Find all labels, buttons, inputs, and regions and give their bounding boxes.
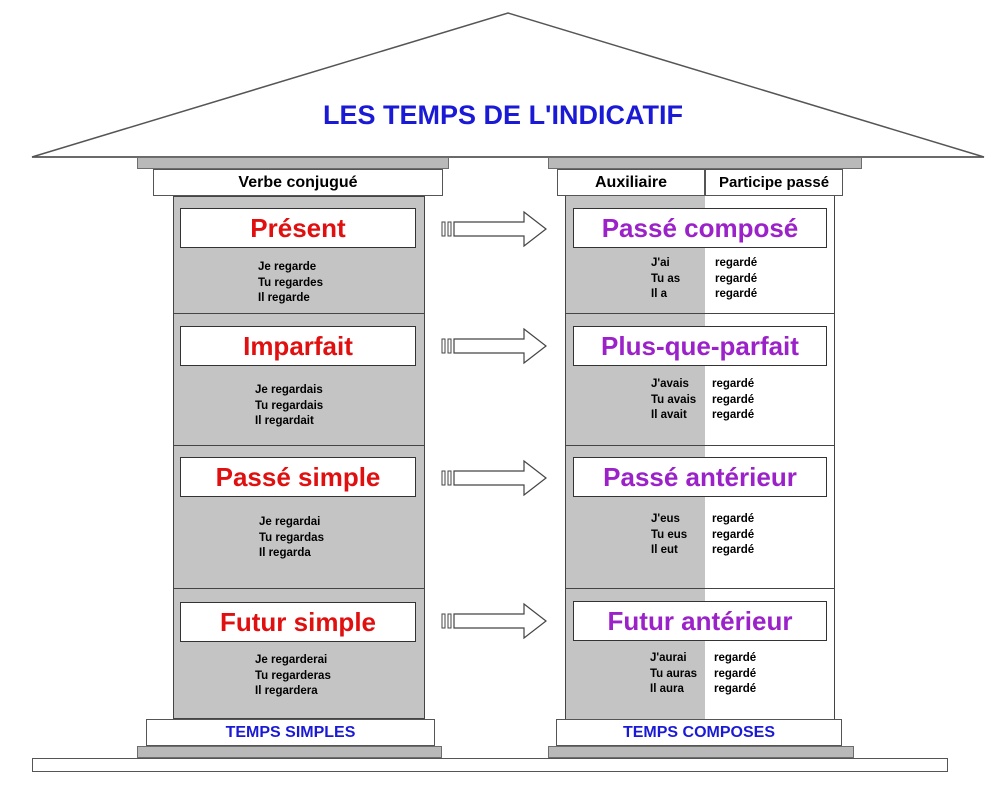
conj-line: Il regarda: [259, 547, 311, 559]
part-line: regardé: [714, 667, 757, 680]
aux-line: J'eus: [651, 513, 680, 525]
passe-compose-participe: regardé regardé regardé: [715, 256, 757, 303]
right-divider: [565, 445, 835, 446]
aux-line: Tu auras: [650, 667, 698, 680]
ground-slab: [32, 758, 948, 772]
arrow-icon: [441, 459, 547, 497]
part-line: regardé: [715, 288, 758, 300]
plus-que-parfait-participe: regardé regardé regardé: [712, 377, 754, 424]
tense-futur-simple: Futur simple: [180, 602, 416, 642]
conj-line: Tu regardes: [258, 276, 323, 289]
aux-line: Il a: [651, 288, 667, 300]
conj-line: Je regardai: [259, 516, 321, 528]
passe-anterieur-participe: regardé regardé regardé: [712, 512, 754, 559]
left-capital-slab: [137, 157, 449, 169]
plus-que-parfait-auxiliaire: J'avais Tu avais Il avait: [651, 377, 696, 424]
passe-simple-conjugation: Je regardai Tu regardas Il regarda: [259, 515, 324, 562]
part-line: regardé: [712, 528, 755, 541]
tense-passe-compose: Passé composé: [573, 208, 827, 248]
right-divider: [565, 588, 835, 589]
part-line: regardé: [712, 393, 755, 406]
conj-line: Tu regardais: [255, 399, 324, 412]
part-line: regardé: [714, 683, 757, 695]
arrow-icon: [441, 602, 547, 640]
conj-line: Je regardais: [255, 384, 323, 396]
header-auxiliaire: Auxiliaire: [557, 169, 705, 196]
aux-line: J'aurai: [650, 652, 687, 664]
aux-line: Tu avais: [651, 393, 697, 406]
aux-line: Il aura: [650, 683, 684, 695]
aux-line: J'ai: [651, 257, 670, 269]
right-divider: [565, 313, 835, 314]
header-verbe-conjugue: Verbe conjugué: [153, 169, 443, 196]
aux-line: Tu as: [651, 272, 681, 285]
part-line: regardé: [712, 378, 755, 390]
part-line: regardé: [714, 652, 757, 664]
passe-anterieur-auxiliaire: J'eus Tu eus Il eut: [651, 512, 687, 559]
aux-line: J'avais: [651, 378, 689, 390]
footer-temps-composes: TEMPS COMPOSES: [556, 719, 842, 746]
tense-passe-anterieur: Passé antérieur: [573, 457, 827, 497]
aux-line: Il avait: [651, 409, 687, 421]
tense-plus-que-parfait: Plus-que-parfait: [573, 326, 827, 366]
footer-temps-simples: TEMPS SIMPLES: [146, 719, 435, 746]
part-line: regardé: [712, 513, 755, 525]
page-title: LES TEMPS DE L'INDICATIF: [323, 100, 683, 130]
tense-imparfait: Imparfait: [180, 326, 416, 366]
present-conjugation: Je regarde Tu regardes Il regarde: [258, 260, 323, 307]
futur-anterieur-auxiliaire: J'aurai Tu auras Il aura: [650, 651, 697, 698]
arrow-icon: [441, 210, 547, 248]
left-divider: [173, 588, 425, 589]
futur-simple-conjugation: Je regarderai Tu regarderas Il regardera: [255, 653, 331, 700]
part-line: regardé: [715, 272, 758, 285]
part-line: regardé: [712, 544, 755, 556]
aux-line: Tu eus: [651, 528, 688, 541]
aux-line: Il eut: [651, 544, 678, 556]
conj-line: Il regardait: [255, 415, 314, 427]
conj-line: Il regardera: [255, 685, 318, 697]
right-capital-slab: [548, 157, 862, 169]
left-divider: [173, 445, 425, 446]
imparfait-conjugation: Je regardais Tu regardais Il regardait: [255, 383, 323, 430]
passe-compose-auxiliaire: J'ai Tu as Il a: [651, 256, 680, 303]
tense-present: Présent: [180, 208, 416, 248]
header-participe-passe: Participe passé: [705, 169, 843, 196]
conj-line: Tu regardas: [259, 531, 324, 544]
futur-anterieur-participe: regardé regardé regardé: [714, 651, 756, 698]
conj-line: Il regarde: [258, 292, 310, 304]
part-line: regardé: [715, 257, 758, 269]
conj-line: Tu regarderas: [255, 669, 331, 682]
conj-line: Je regarde: [258, 261, 317, 273]
right-base-slab: [548, 746, 854, 758]
left-base-slab: [137, 746, 442, 758]
left-divider: [173, 313, 425, 314]
tense-passe-simple: Passé simple: [180, 457, 416, 497]
arrow-icon: [441, 327, 547, 365]
conj-line: Je regarderai: [255, 654, 328, 666]
tense-futur-anterieur: Futur antérieur: [573, 601, 827, 641]
part-line: regardé: [712, 409, 755, 421]
